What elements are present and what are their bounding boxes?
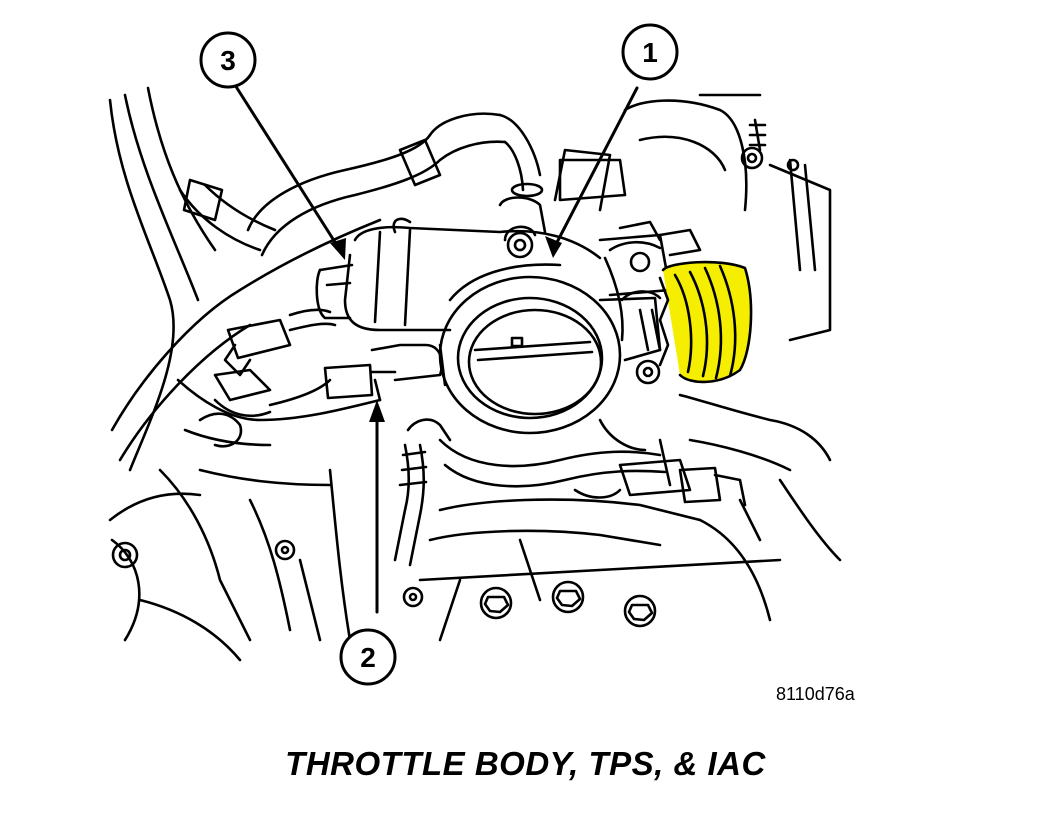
figure-reference-code: 8110d76a bbox=[776, 684, 855, 704]
upper-hoses bbox=[246, 93, 832, 342]
callout-1 bbox=[621, 23, 679, 81]
callout-2 bbox=[339, 628, 397, 686]
callout-label-1: 1 bbox=[642, 37, 658, 68]
callout-label-3: 3 bbox=[220, 45, 236, 76]
callout-leaders bbox=[233, 83, 639, 614]
wiring-left bbox=[198, 308, 447, 448]
callout-label-2: 2 bbox=[360, 642, 376, 673]
engine-background-left bbox=[108, 86, 382, 662]
callout-arrowheads bbox=[330, 236, 562, 422]
iac-motor bbox=[658, 260, 753, 384]
intake-manifold bbox=[402, 418, 842, 642]
lower-hoses bbox=[393, 393, 832, 567]
throttle-body bbox=[315, 148, 702, 435]
callout-3 bbox=[199, 31, 257, 89]
figure-caption: THROTTLE BODY, TPS, & IAC bbox=[285, 745, 766, 782]
